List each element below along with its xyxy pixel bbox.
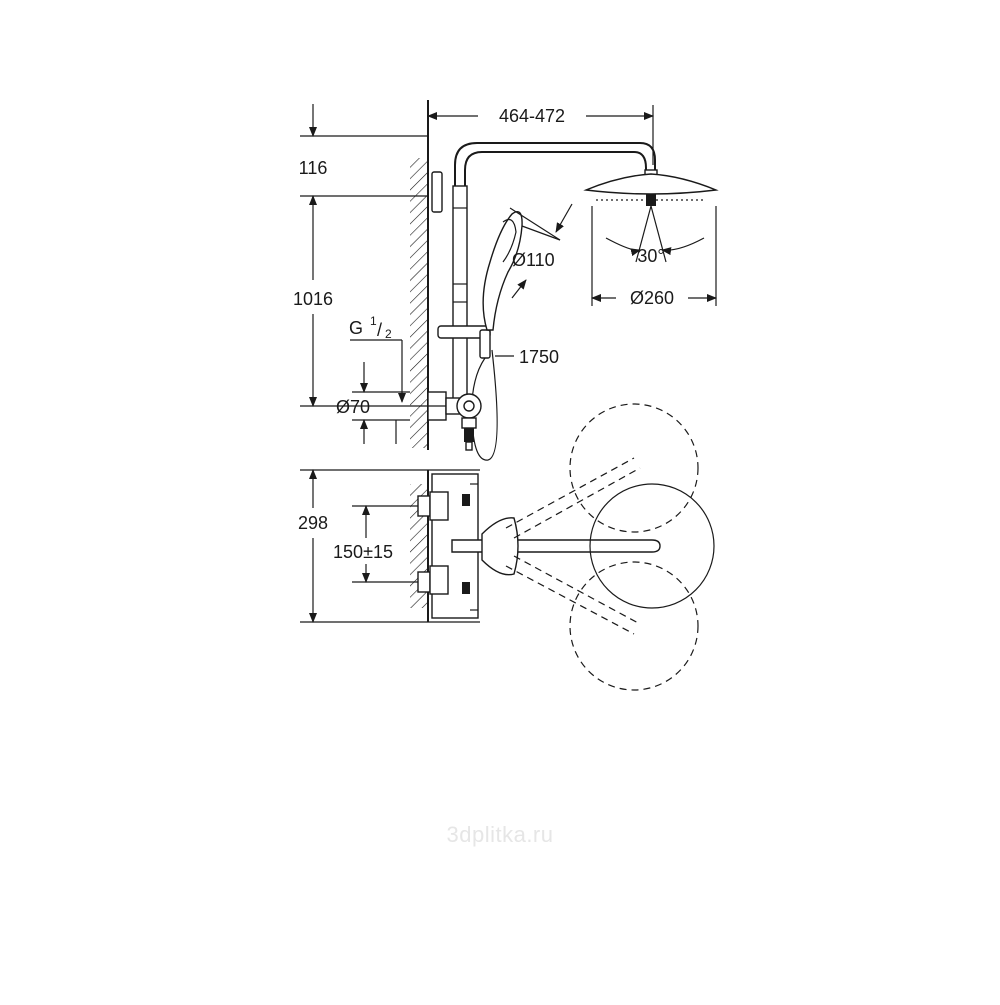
watermark: 3dplitka.ru	[446, 822, 553, 847]
dim-width-arm: 464-472	[427, 104, 654, 165]
hand-shower: Ø110	[482, 203, 573, 331]
label-diam-escutcheon: Ø70	[336, 397, 370, 417]
shower-hose: 1750	[471, 347, 559, 461]
head-shower: 30° Ø260	[583, 169, 719, 308]
label-diam-hand: Ø110	[512, 250, 555, 270]
label-angle: 30°	[637, 246, 664, 266]
top-view: 298 150±15	[288, 403, 715, 691]
label-hose-length: 1750	[519, 347, 559, 367]
head-shower-top	[589, 483, 715, 609]
arm-top	[451, 403, 715, 691]
label-width-arm: 464-472	[499, 106, 565, 126]
svg-text:/: /	[377, 320, 382, 340]
label-thread-den: 2	[385, 327, 392, 341]
wall-hatch	[410, 158, 428, 448]
thread-label: G 1 / 2	[349, 314, 406, 403]
label-height-mixer: 298	[298, 513, 328, 533]
side-view: 464-472 116 1016 G 1 / 2	[288, 100, 719, 461]
label-connection-center: 150±15	[333, 542, 393, 562]
label-diam-head: Ø260	[630, 288, 674, 308]
dim-heights: 116 1016	[288, 104, 428, 407]
label-thread-num: 1	[370, 314, 377, 328]
label-offset-top: 116	[299, 158, 328, 178]
label-height-column: 1016	[293, 289, 333, 309]
label-thread-prefix: G	[349, 318, 363, 338]
dim-mixer: 298 150±15	[288, 469, 480, 623]
mixer-side	[410, 391, 482, 451]
dim-escutcheon: Ø70	[336, 362, 410, 444]
